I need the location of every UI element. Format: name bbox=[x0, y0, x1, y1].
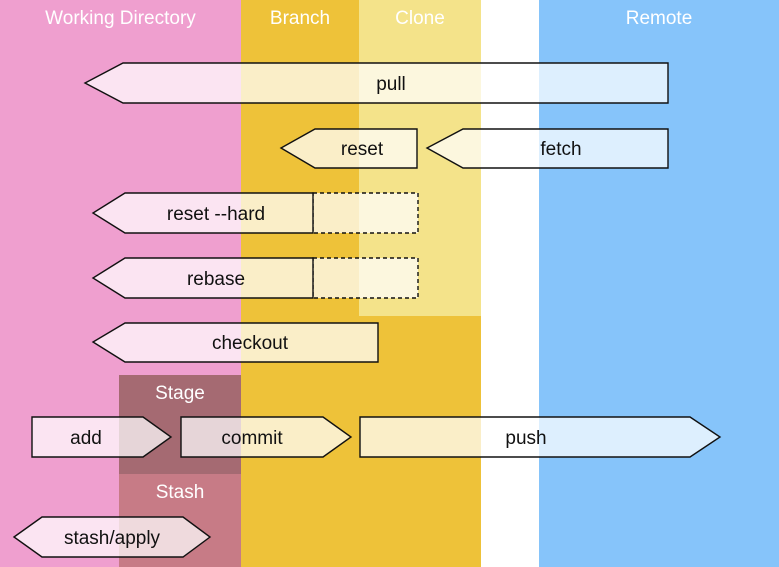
remote-label: Remote bbox=[625, 8, 693, 29]
checkout-arrow: checkout bbox=[91, 322, 379, 363]
fetch-arrow-shape bbox=[425, 128, 669, 169]
stash-apply-arrow: stash/apply bbox=[12, 516, 212, 558]
pull-arrow: pull bbox=[83, 62, 669, 104]
commit-arrow-shape bbox=[180, 416, 353, 458]
clone-label: Clone bbox=[395, 8, 445, 29]
pull-arrow-shape bbox=[83, 62, 669, 104]
pull-arrow-label: pull bbox=[376, 74, 406, 95]
branch-label: Branch bbox=[269, 8, 331, 29]
fetch-arrow: fetch bbox=[425, 128, 669, 169]
reset-arrow: reset bbox=[279, 128, 418, 169]
reset-hard-dashed-extension bbox=[312, 192, 419, 234]
add-arrow: add bbox=[31, 416, 173, 458]
reset-arrow-shape bbox=[279, 128, 418, 169]
push-arrow-label: push bbox=[505, 428, 546, 449]
rebase-dashed-extension bbox=[312, 257, 419, 299]
fetch-arrow-label: fetch bbox=[540, 139, 581, 160]
rebase-arrow-shape bbox=[91, 257, 314, 299]
stash-apply-arrow-shape bbox=[12, 516, 212, 558]
stash-label: Stash bbox=[155, 482, 205, 503]
reset-hard-arrow-shape bbox=[91, 192, 314, 234]
checkout-arrow-shape bbox=[91, 322, 379, 363]
checkout-arrow-label: checkout bbox=[212, 333, 289, 354]
add-arrow-shape bbox=[31, 416, 173, 458]
rebase-arrow: rebase bbox=[91, 257, 419, 299]
stash-apply-arrow-label: stash/apply bbox=[64, 528, 161, 549]
reset-hard-arrow: reset --hard bbox=[91, 192, 419, 234]
rebase-arrow-label: rebase bbox=[187, 269, 245, 290]
add-arrow-label: add bbox=[70, 428, 102, 449]
stage-label: Stage bbox=[155, 383, 205, 404]
reset-hard-arrow-label: reset --hard bbox=[167, 204, 265, 225]
commit-arrow: commit bbox=[180, 416, 353, 458]
push-arrow-shape bbox=[359, 416, 722, 458]
working-directory-label: Working Directory bbox=[45, 8, 196, 29]
reset-arrow-label: reset bbox=[341, 139, 384, 160]
push-arrow: push bbox=[359, 416, 722, 458]
commit-arrow-label: commit bbox=[221, 428, 283, 449]
